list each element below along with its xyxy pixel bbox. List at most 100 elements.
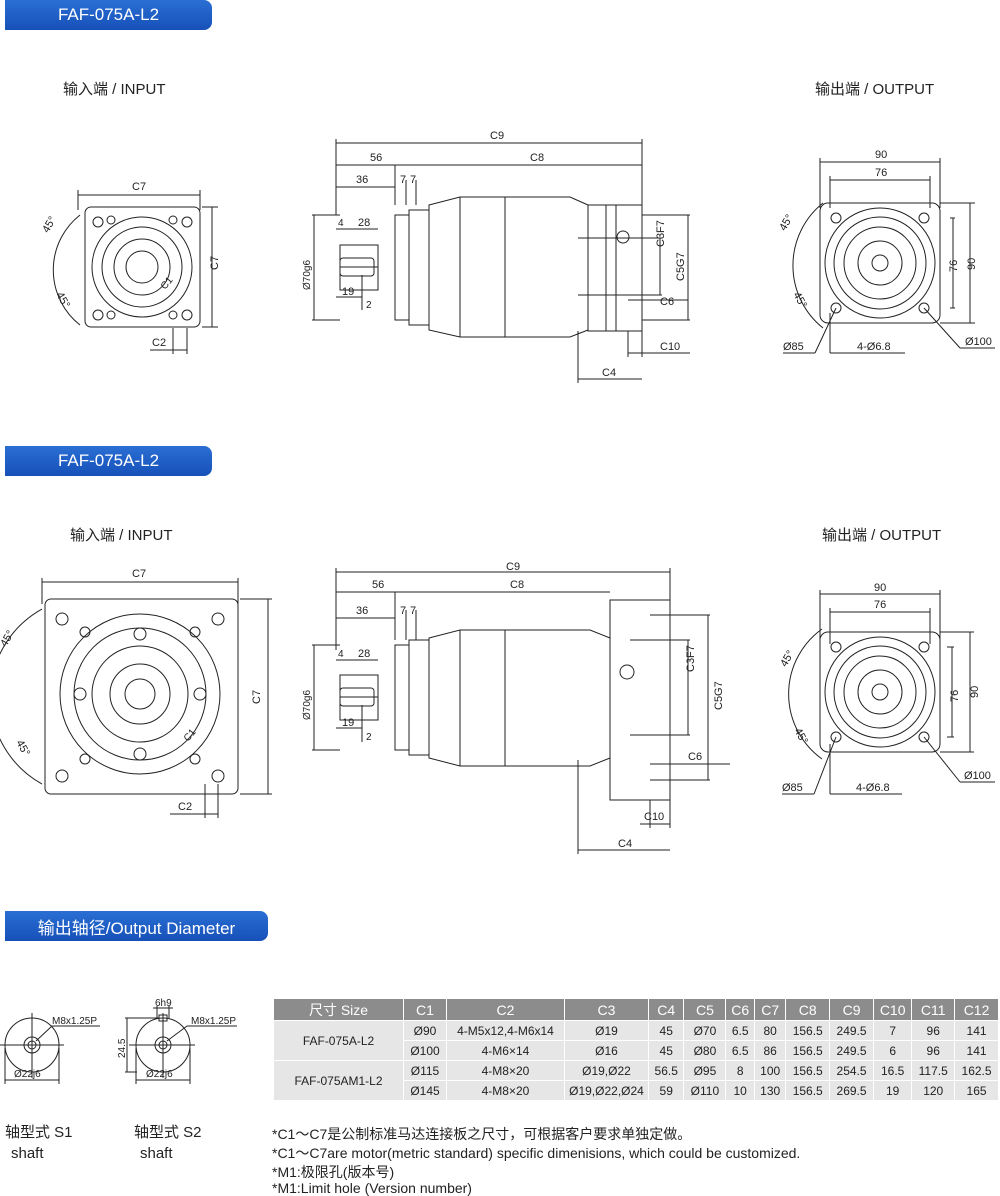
svg-text:Ø22j6: Ø22j6 [14,1069,41,1080]
header-c6: C6 [725,998,755,1021]
input-label-2: 输入端 / INPUT [70,527,173,544]
input-flange-view-2: C7 45° 45° C7 C1 C2 [0,568,272,818]
svg-text:56: 56 [372,579,384,591]
header-c3: C3 [563,998,649,1021]
svg-text:19: 19 [342,717,354,729]
header-c1: C1 [403,998,447,1021]
svg-text:28: 28 [358,648,370,660]
svg-text:76: 76 [949,690,961,702]
svg-text:C2: C2 [178,801,192,813]
model-cell: FAF-075AM1-L2 [273,1060,404,1101]
svg-text:76: 76 [875,167,887,179]
header-c7: C7 [753,998,787,1021]
note-3: *M1:极限孔(版本号) [272,1164,395,1180]
dim-c7: C7 [132,181,146,193]
svg-text:4: 4 [338,649,344,660]
table-row: Ø145 4-M8×20 Ø19,Ø22,Ø24 59 Ø110 10 130 … [274,1080,999,1101]
svg-text:36: 36 [356,605,368,617]
svg-text:7: 7 [400,605,406,617]
svg-text:6h9: 6h9 [155,998,172,1009]
spec-table-header-row: 尺寸 Size C1 C2 C3 C4 C5 C6 C7 C8 C9 C10 C… [273,998,999,1021]
svg-text:7: 7 [410,174,416,186]
svg-text:45°: 45° [13,738,32,758]
shaft-s2-drawing: 6h9 M8x1.25P 24.5 Ø22j6 [117,998,237,1084]
svg-text:C6: C6 [660,296,674,308]
svg-text:45°: 45° [777,213,796,233]
table-row: FAF-075AM1-L2 Ø115 4-M8×20 Ø19,Ø22 56.5 … [273,1060,999,1101]
svg-text:Ø70g6: Ø70g6 [302,260,313,290]
section-title-output-diameter: 输出轴径/Output Diameter [5,911,268,941]
note-1: *C1～C7是公制标准马达连接板之尺寸，可根据客户要求单独定做。 [272,1126,692,1142]
svg-text:4-Ø6.8: 4-Ø6.8 [857,341,891,353]
output-flange-view-1: 90 76 45° 45° 90 76 Ø85 4-Ø6.8 Ø100 [777,149,995,354]
svg-text:19: 19 [342,286,354,298]
svg-text:56: 56 [370,152,382,164]
svg-text:4-Ø6.8: 4-Ø6.8 [856,782,890,794]
svg-text:7: 7 [400,174,406,186]
svg-text:90: 90 [966,258,978,270]
svg-text:7: 7 [410,605,416,617]
section-title-2: FAF-075A-L2 [5,446,212,476]
svg-text:C3F7: C3F7 [685,645,697,672]
svg-text:2: 2 [366,732,372,743]
svg-text:45°: 45° [791,726,810,746]
svg-text:90: 90 [874,582,886,594]
header-c10: C10 [872,998,913,1021]
header-c5: C5 [683,998,727,1021]
input-flange-view-1: C7 45° 45° C7 C1 C2 [40,181,221,354]
header-c8: C8 [785,998,831,1021]
svg-text:C5G7: C5G7 [713,681,725,710]
svg-text:76: 76 [948,260,960,272]
svg-text:Ø85: Ø85 [782,782,803,794]
svg-text:C9: C9 [490,130,504,142]
svg-text:Ø70g6: Ø70g6 [302,690,313,720]
svg-text:C6: C6 [688,751,702,763]
side-view-1: C9 56 C8 36 7 7 Ø70g6 4 28 19 2 C3F7 C5G… [302,130,690,383]
input-label-1: 输入端 / INPUT [63,81,166,98]
svg-text:C8: C8 [530,152,544,164]
spec-table: 尺寸 Size C1 C2 C3 C4 C5 C6 C7 C8 C9 C10 C… [273,998,999,1101]
svg-text:24.5: 24.5 [117,1038,128,1058]
svg-text:C7: C7 [209,256,221,270]
note-2: *C1～C7are motor(metric standard) specifi… [272,1145,801,1161]
table-row: Ø100 4-M6×14 Ø16 45 Ø80 6.5 86 156.5 249… [274,1040,999,1061]
svg-text:76: 76 [874,599,886,611]
output-label-2: 输出端 / OUTPUT [822,527,942,544]
svg-text:M8x1.25P: M8x1.25P [52,1016,97,1027]
header-c11: C11 [911,998,956,1021]
svg-text:C10: C10 [644,811,664,823]
header-c2: C2 [445,998,565,1021]
header-c9: C9 [829,998,874,1021]
output-flange-view-2: 90 76 45° 45° 90 76 Ø85 4-Ø6.8 Ø100 [778,582,995,795]
header-c12: C12 [954,998,999,1021]
svg-text:2: 2 [366,300,372,311]
shaft-s2-label: 轴型式 S2 shaft [134,1124,202,1162]
svg-text:C7: C7 [251,690,263,704]
output-label-1: 输出端 / OUTPUT [815,81,935,98]
svg-text:C8: C8 [510,579,524,591]
svg-text:45°: 45° [790,290,809,310]
svg-text:45°: 45° [40,215,59,235]
svg-text:C7: C7 [132,568,146,580]
svg-text:M8x1.25P: M8x1.25P [191,1016,236,1027]
shaft-s1-label: 轴型式 S1 shaft [5,1124,73,1162]
svg-text:C2: C2 [152,337,166,349]
svg-text:C3F7: C3F7 [655,220,667,247]
note-4: *M1:Limit hole (Version number) [272,1180,472,1196]
svg-text:4: 4 [338,218,344,229]
svg-text:C4: C4 [618,838,632,850]
svg-text:45°: 45° [53,290,72,310]
shaft-s1-drawing: M8x1.25P Ø22j6 [0,1013,100,1084]
svg-text:Ø100: Ø100 [965,336,992,348]
svg-text:C4: C4 [602,367,616,379]
svg-text:90: 90 [969,686,981,698]
svg-text:36: 36 [356,174,368,186]
header-c4: C4 [647,998,685,1021]
svg-text:Ø85: Ø85 [783,341,804,353]
svg-text:C1: C1 [159,275,176,292]
svg-text:C5G7: C5G7 [675,252,687,281]
svg-text:90: 90 [875,149,887,161]
header-size: 尺寸 Size [273,998,404,1021]
section-title-1: FAF-075A-L2 [5,0,212,30]
svg-text:C10: C10 [660,341,680,353]
